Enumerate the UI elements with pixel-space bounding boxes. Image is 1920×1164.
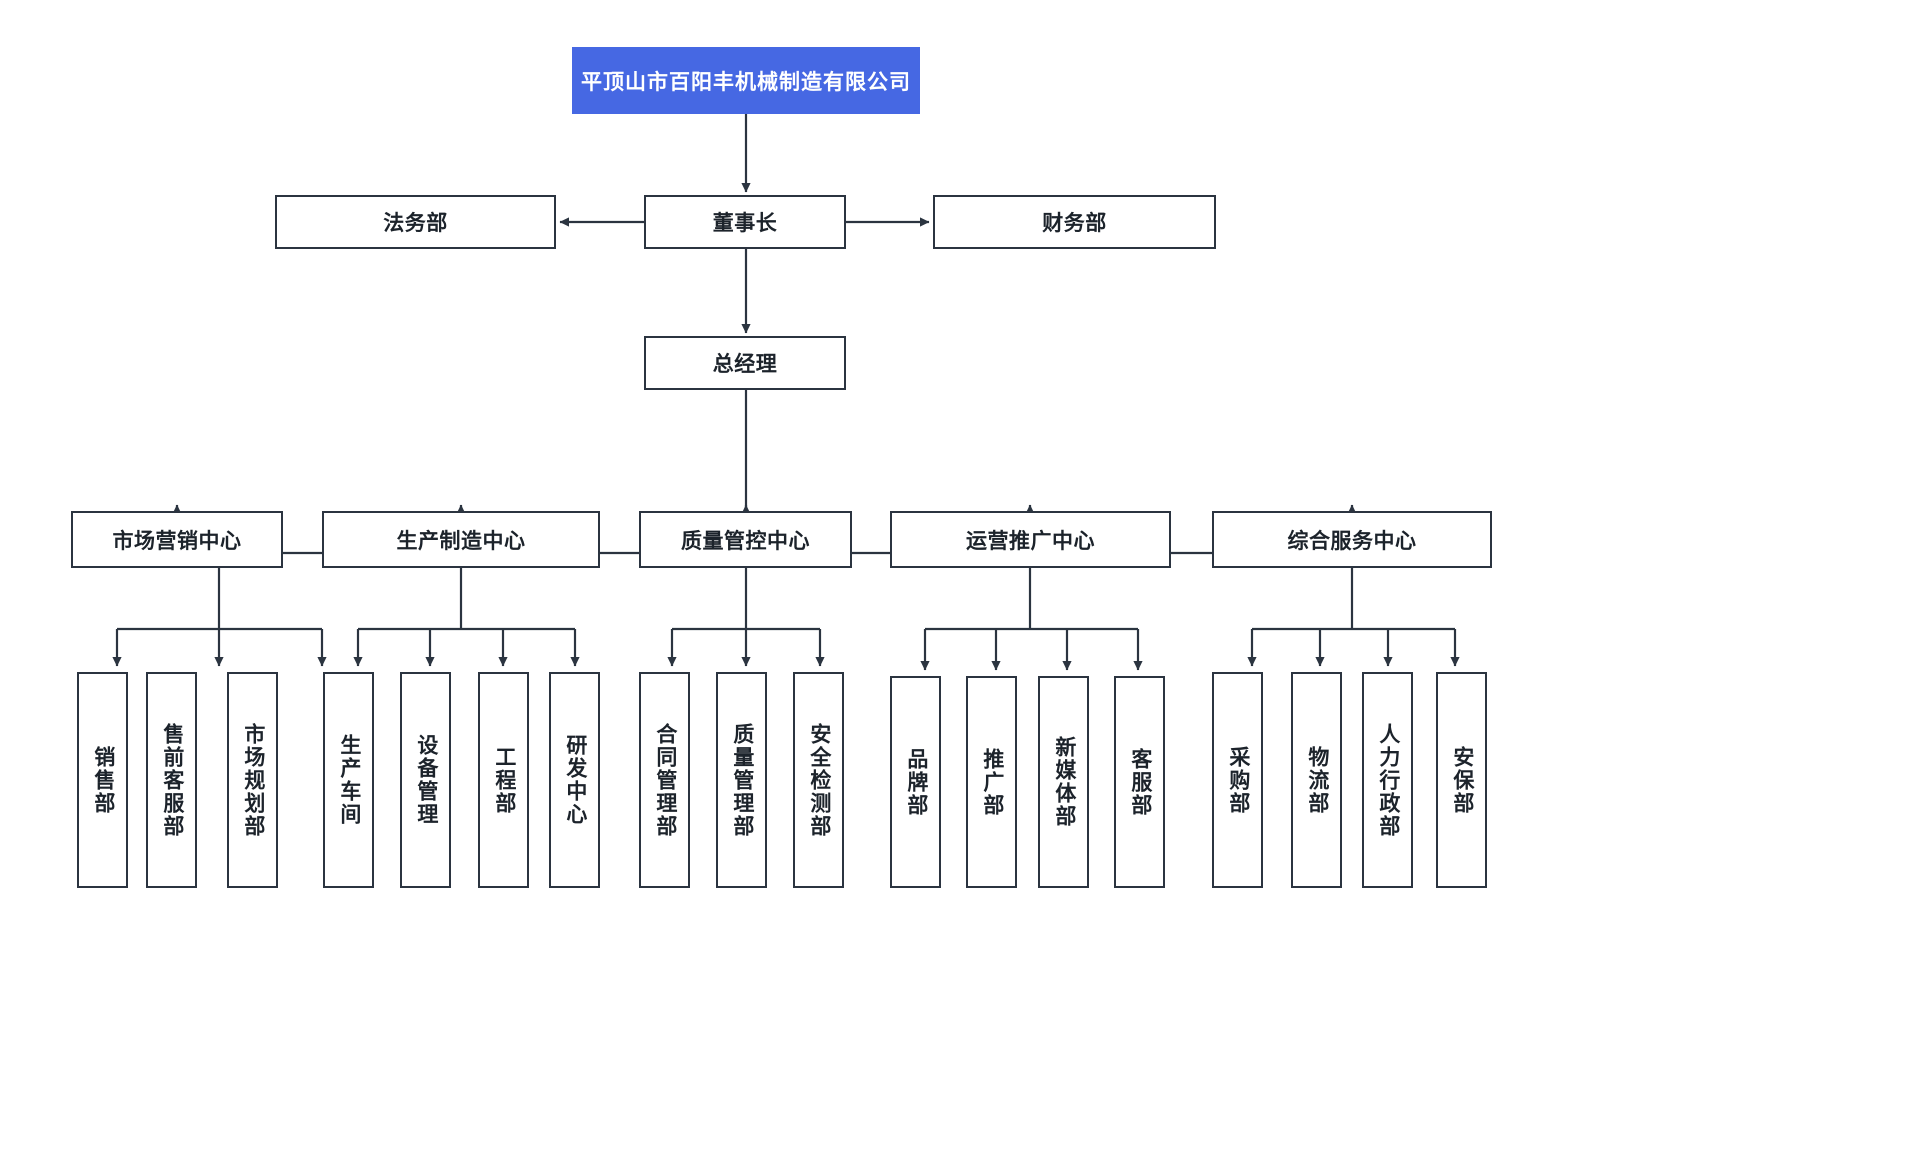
node-dept-rnd-center[interactable]: 研发中心 [549, 672, 600, 888]
node-dept-sales-label: 销售部 [91, 745, 115, 815]
node-dept-quality-management[interactable]: 质量管理部 [716, 672, 767, 888]
node-dept-contract-management[interactable]: 合同管理部 [639, 672, 690, 888]
node-dept-market-planning-label: 市场规划部 [241, 722, 265, 838]
node-finance-department-label: 财务部 [1042, 212, 1107, 235]
node-dept-promotion-label: 推广部 [980, 747, 1004, 817]
node-dept-contract-management-label: 合同管理部 [653, 722, 677, 838]
node-dept-hr-administration-label: 人力行政部 [1376, 722, 1400, 838]
node-dept-new-media[interactable]: 新媒体部 [1038, 676, 1089, 888]
node-legal-department[interactable]: 法务部 [275, 195, 556, 249]
node-center-manufacturing-label: 生产制造中心 [396, 529, 526, 553]
node-dept-rnd-center-label: 研发中心 [563, 734, 587, 826]
node-dept-production-workshop-label: 生产车间 [337, 734, 361, 826]
node-dept-logistics[interactable]: 物流部 [1291, 672, 1342, 888]
node-dept-procurement[interactable]: 采购部 [1212, 672, 1263, 888]
node-dept-presales-service-label: 售前客服部 [160, 722, 184, 838]
node-dept-security[interactable]: 安保部 [1436, 672, 1487, 888]
node-dept-brand-label: 品牌部 [904, 747, 928, 817]
node-dept-engineering-label: 工程部 [492, 745, 516, 815]
node-center-general-services-label: 综合服务中心 [1287, 529, 1417, 553]
node-company-label: 平顶山市百阳丰机械制造有限公司 [581, 70, 911, 94]
node-dept-promotion[interactable]: 推广部 [966, 676, 1017, 888]
node-dept-security-label: 安保部 [1450, 745, 1474, 815]
node-chairman[interactable]: 董事长 [644, 195, 846, 249]
node-center-quality-label: 质量管控中心 [681, 529, 810, 553]
node-dept-equipment-management[interactable]: 设备管理 [400, 672, 451, 888]
node-dept-logistics-label: 物流部 [1305, 745, 1329, 815]
node-dept-hr-administration[interactable]: 人力行政部 [1362, 672, 1413, 888]
node-dept-equipment-management-label: 设备管理 [414, 734, 438, 826]
node-center-marketing[interactable]: 市场营销中心 [71, 511, 283, 568]
node-dept-safety-inspection-label: 安全检测部 [807, 722, 831, 838]
node-general-manager-label: 总经理 [712, 353, 778, 376]
node-general-manager[interactable]: 总经理 [644, 336, 846, 390]
node-dept-customer-service-label: 客服部 [1128, 747, 1152, 817]
node-dept-production-workshop[interactable]: 生产车间 [323, 672, 374, 888]
node-dept-presales-service[interactable]: 售前客服部 [146, 672, 197, 888]
node-legal-department-label: 法务部 [383, 212, 448, 235]
node-center-marketing-label: 市场营销中心 [112, 529, 242, 553]
node-center-operations-label: 运营推广中心 [966, 529, 1095, 553]
node-finance-department[interactable]: 财务部 [933, 195, 1216, 249]
node-dept-sales[interactable]: 销售部 [77, 672, 128, 888]
node-center-operations[interactable]: 运营推广中心 [890, 511, 1171, 568]
node-dept-customer-service[interactable]: 客服部 [1114, 676, 1165, 888]
node-dept-procurement-label: 采购部 [1226, 745, 1250, 815]
node-dept-engineering[interactable]: 工程部 [478, 672, 529, 888]
node-dept-quality-management-label: 质量管理部 [730, 722, 754, 838]
node-center-quality[interactable]: 质量管控中心 [639, 511, 852, 568]
node-company[interactable]: 平顶山市百阳丰机械制造有限公司 [572, 47, 920, 114]
node-dept-brand[interactable]: 品牌部 [890, 676, 941, 888]
node-chairman-label: 董事长 [712, 212, 778, 235]
node-dept-market-planning[interactable]: 市场规划部 [227, 672, 278, 888]
node-dept-new-media-label: 新媒体部 [1052, 736, 1076, 828]
node-center-general-services[interactable]: 综合服务中心 [1212, 511, 1492, 568]
node-dept-safety-inspection[interactable]: 安全检测部 [793, 672, 844, 888]
node-center-manufacturing[interactable]: 生产制造中心 [322, 511, 600, 568]
